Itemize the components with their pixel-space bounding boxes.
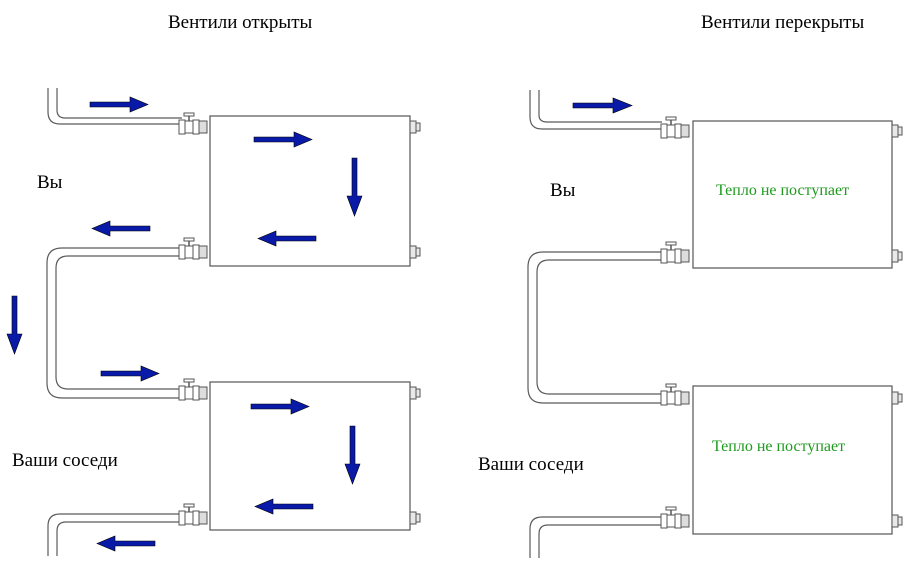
radiator-plug-icon	[409, 245, 421, 259]
upper-apartment-label: Вы	[37, 172, 63, 193]
upper-apartment-label: Вы	[550, 180, 576, 201]
valve-icon	[660, 506, 690, 529]
valve-icon	[660, 116, 690, 139]
radiator-plug-icon	[409, 511, 421, 525]
arrow-left-icon	[91, 220, 151, 237]
arrow-left-icon	[257, 230, 317, 247]
no-heat-message: Тепло не поступает	[712, 438, 846, 455]
valve-icon	[178, 503, 208, 526]
pipe	[529, 90, 662, 130]
pipe	[46, 247, 182, 399]
pipe	[529, 516, 662, 558]
radiator-plug-icon	[409, 386, 421, 400]
lower-apartment-label: Ваши соседи	[12, 450, 118, 471]
pipe	[527, 251, 662, 404]
no-heat-message: Тепло не поступает	[716, 182, 850, 199]
valve-icon	[178, 378, 208, 401]
arrow-right-icon	[100, 365, 160, 382]
pipe	[538, 524, 662, 558]
valve-icon	[178, 237, 208, 260]
pipe	[47, 88, 182, 125]
arrow-left-icon	[254, 498, 314, 515]
arrow-down-icon	[6, 295, 23, 355]
arrow-down-icon	[346, 157, 363, 217]
arrow-left-icon	[96, 535, 156, 552]
pipe	[536, 259, 662, 395]
left-panel-title: Вентили открыты	[168, 12, 313, 33]
pipe	[55, 255, 182, 390]
radiator-plug-icon	[891, 391, 903, 405]
radiator-lower	[692, 385, 893, 535]
radiator-plug-icon	[891, 249, 903, 263]
pipe	[56, 521, 182, 556]
arrow-down-icon	[344, 425, 361, 485]
pipe	[56, 88, 182, 119]
valve-icon	[660, 241, 690, 264]
pipe	[47, 513, 182, 556]
left-panel	[46, 88, 182, 556]
radiator-plug-icon	[409, 120, 421, 134]
right-panel-title: Вентили перекрыты	[701, 12, 865, 33]
valve-icon	[660, 383, 690, 406]
arrow-right-icon	[89, 96, 149, 113]
arrow-right-icon	[572, 97, 633, 114]
arrow-right-icon	[253, 131, 313, 148]
radiator-plug-icon	[891, 124, 903, 138]
lower-apartment-label: Ваши соседи	[478, 454, 584, 475]
valve-icon	[178, 112, 208, 135]
right-panel	[527, 90, 662, 558]
pipe	[538, 90, 662, 123]
radiator-plug-icon	[891, 514, 903, 528]
radiator-upper	[692, 120, 893, 269]
arrow-right-icon	[250, 398, 310, 415]
